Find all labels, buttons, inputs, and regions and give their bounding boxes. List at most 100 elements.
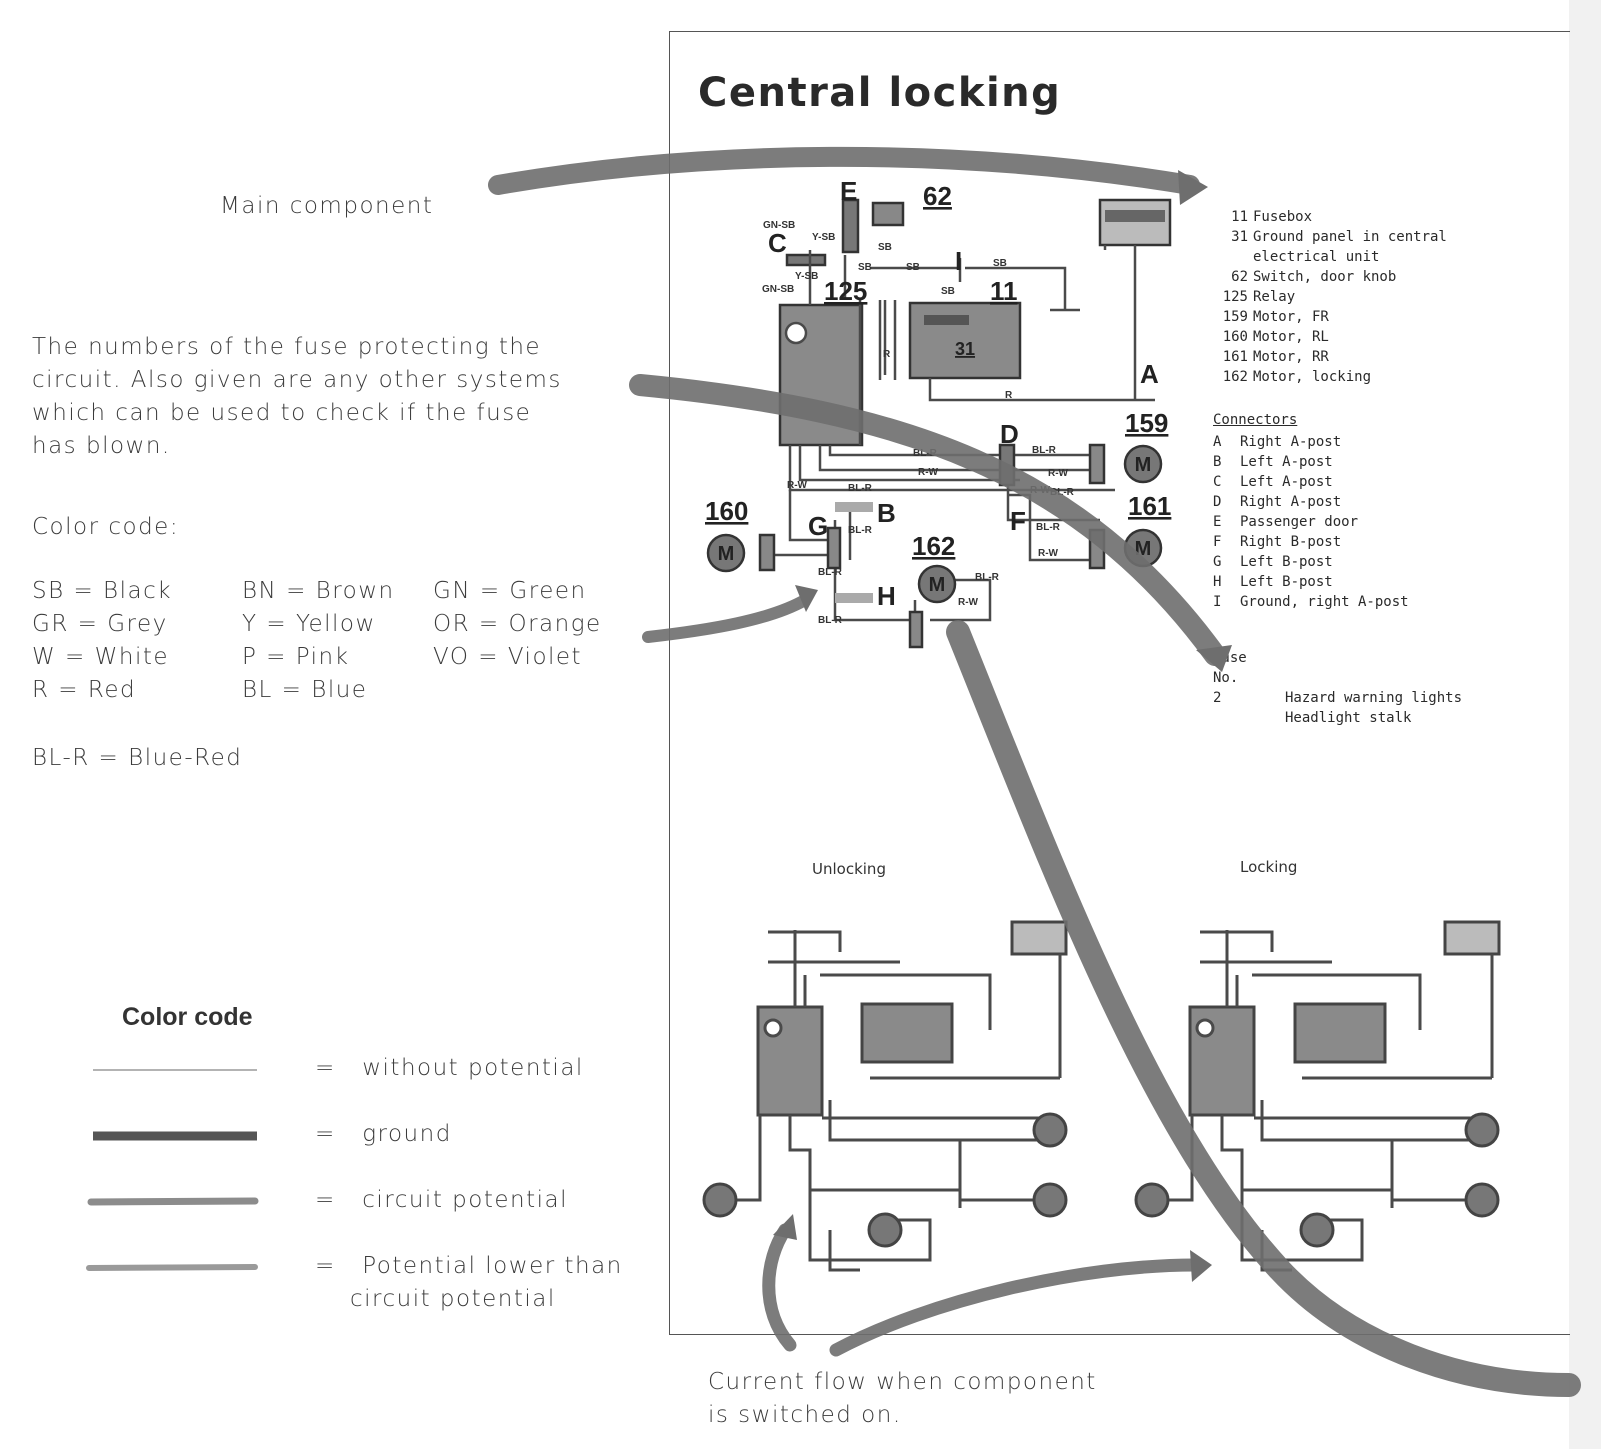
color-code-item: R = Red xyxy=(32,677,137,703)
connector-row: E Passenger door xyxy=(1213,512,1473,532)
fuse-note-line: The numbers of the fuse protecting the xyxy=(32,334,542,360)
legend-item-circuit-potential: = circuit potential xyxy=(315,1184,568,1217)
connector-desc: Left B-post xyxy=(1240,554,1333,570)
connector-id: A xyxy=(1213,434,1222,450)
color-code-item: GR = Grey xyxy=(32,611,168,637)
wire-code: R xyxy=(1005,390,1013,401)
legend-label: circuit potential xyxy=(362,1187,568,1213)
wire-code: R-W xyxy=(787,480,808,491)
legend-line-lower-potential xyxy=(86,1264,258,1271)
mini-motor-icon xyxy=(1134,1182,1170,1218)
wire-code: GN-SB xyxy=(762,284,794,295)
connector-letter: B xyxy=(877,498,896,528)
fuse-number: 2 xyxy=(1213,690,1222,706)
main-diagram-arrow xyxy=(946,620,1581,1397)
mini-fusebox xyxy=(1293,1002,1387,1064)
color-code-item: Y = Yellow xyxy=(242,611,376,637)
wire-code: SB xyxy=(993,258,1007,269)
component-desc: Switch, door knob xyxy=(1253,269,1397,285)
current-flow-line: Current flow when component xyxy=(708,1369,1097,1395)
wire-code: R-W xyxy=(918,467,939,478)
current-flow-arrow-left xyxy=(762,1223,797,1352)
component-number: 161 xyxy=(1222,349,1248,365)
connector-id: F xyxy=(1213,534,1222,550)
connector-letter: F xyxy=(1010,506,1026,536)
equals-sign: = xyxy=(315,1187,336,1213)
wire-code: BL-R xyxy=(818,615,843,626)
current-flow-line: is switched on. xyxy=(708,1402,902,1428)
mini-motor-icon xyxy=(867,1212,903,1248)
motor-162-icon xyxy=(917,564,957,604)
motor-symbol: M xyxy=(929,574,946,596)
connector-desc: Right B-post xyxy=(1240,534,1342,550)
wire-code: BL-R xyxy=(975,572,1000,583)
connector-letter: G xyxy=(808,511,828,541)
wire-code: GN-SB xyxy=(763,220,795,231)
color-code-item: SB = Black xyxy=(32,578,173,604)
connector-desc: Passenger door xyxy=(1240,514,1359,530)
equals-sign: = xyxy=(315,1253,336,1279)
unlocking-label: Unlocking xyxy=(812,860,886,878)
arrowhead-icon xyxy=(795,585,818,612)
arrowhead-icon xyxy=(773,1214,797,1240)
color-code-item: P = Pink xyxy=(242,644,350,670)
wire-code: BL-R xyxy=(818,567,843,578)
legend-item-ground: = ground xyxy=(315,1118,452,1151)
connector-id: D xyxy=(1213,494,1222,510)
relay-contact-icon xyxy=(784,321,808,345)
connector-desc: Right A-post xyxy=(1240,494,1342,510)
legend-label: Potential lower than xyxy=(362,1253,623,1279)
wire-code: SB xyxy=(906,262,920,273)
connector-desc: Left A-post xyxy=(1240,454,1333,470)
wire-code: SB xyxy=(941,286,955,297)
legend-lines xyxy=(86,1069,259,1271)
component-desc: Fusebox xyxy=(1253,209,1313,225)
connector-id: I xyxy=(1213,594,1222,610)
mini-motor-icon xyxy=(1032,1112,1068,1148)
connector-g xyxy=(826,526,842,570)
component-number: 31 xyxy=(1231,229,1248,245)
connector-e xyxy=(841,198,860,254)
mini-motor-icon xyxy=(1464,1182,1500,1218)
wire-code: SB xyxy=(878,242,892,253)
mini-fusebox xyxy=(860,1002,954,1064)
mini-switch-box xyxy=(1010,920,1068,956)
connector-row: G Left B-post xyxy=(1213,552,1473,572)
current-flow-note: Current flow when component is switched … xyxy=(708,1366,1097,1432)
component-desc: Motor, FR xyxy=(1253,309,1329,325)
arrowhead-icon xyxy=(1190,1250,1212,1282)
component-desc: Relay xyxy=(1253,289,1296,305)
wire-code: BL-R xyxy=(848,483,873,494)
connector-b-block xyxy=(835,502,873,512)
connector-letter: H xyxy=(877,581,896,611)
connector-desc: Left A-post xyxy=(1240,474,1333,490)
component-number: 11 xyxy=(1231,209,1248,225)
component-label: 160 xyxy=(705,496,748,526)
connector-id: G xyxy=(1213,554,1222,570)
mini-motor-icon xyxy=(1299,1212,1335,1248)
legend-label: without potential xyxy=(362,1055,584,1081)
combined-color-example: BL-R = Blue-Red xyxy=(32,745,243,771)
component-label: 11 xyxy=(990,276,1018,306)
connector-letter: D xyxy=(1000,419,1019,449)
wire-code: R-W xyxy=(1048,468,1069,479)
component-label: 62 xyxy=(923,181,952,211)
equals-sign: = xyxy=(315,1055,336,1081)
color-code-item: OR = Orange xyxy=(433,611,602,637)
color-code-heading: Color code: xyxy=(32,514,180,540)
main-schematic xyxy=(758,198,1172,649)
connector-id: E xyxy=(1213,514,1222,530)
mini-switch-box xyxy=(1443,920,1501,956)
mini-relay-contact-icon xyxy=(1195,1018,1215,1038)
connector-row: F Right B-post xyxy=(1213,532,1473,552)
